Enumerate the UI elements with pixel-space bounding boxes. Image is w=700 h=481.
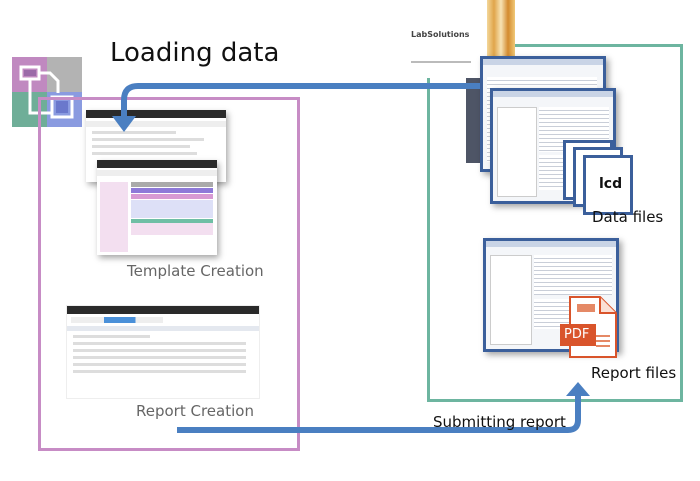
labsolutions-product-name: LabSolutions [411,30,470,39]
pdf-file-icon: PDF [560,296,618,358]
labsolutions-sidebar [466,78,480,163]
web-app-frame [38,97,300,451]
report-list-screenshot [66,305,260,399]
labsolutions-frame [427,44,683,402]
report-creation-label: Report Creation [136,402,254,420]
data-files-label: Data files [592,208,664,226]
report-files-label: Report files [591,364,677,382]
template-creation-label: Template Creation [127,262,264,280]
submitting-report-label: Submitting report [433,413,566,431]
template-editor-screenshot [97,160,217,255]
lcd-label: lcd [599,176,623,192]
loading-data-title: Loading data [110,38,280,68]
pdf-label: PDF [564,327,590,342]
splash-copyright [411,61,471,63]
lcd-file-icon: lcd [583,155,633,215]
